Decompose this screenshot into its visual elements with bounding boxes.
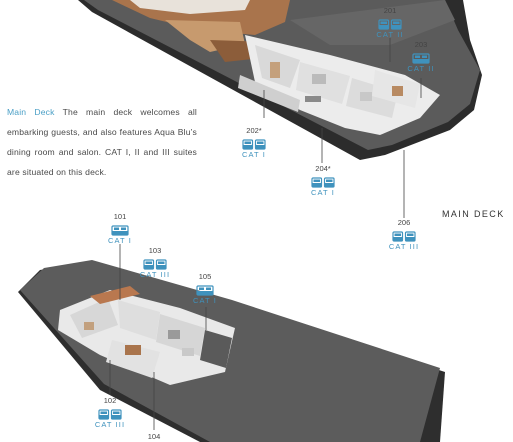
cabin-category: CAT II — [407, 64, 435, 73]
cabin-category: CAT I — [311, 188, 335, 197]
cabin-category: CAT III — [388, 242, 420, 251]
twin-bed-icon — [232, 137, 276, 150]
cabin-number: 201 — [383, 6, 397, 15]
double-bed-icon — [399, 51, 443, 64]
lower-deck-ship — [18, 260, 445, 442]
main-deck-description-text: The main deck welcomes all embarking gue… — [7, 107, 197, 177]
cabin-category: CAT II — [376, 30, 404, 39]
main-deck-heading: Main Deck — [7, 107, 55, 117]
cabin-number: 103 — [148, 246, 162, 255]
cabin-category: CAT I — [242, 150, 266, 159]
cabin-category: CAT I — [108, 236, 132, 245]
cabin-number: 102 — [103, 396, 117, 405]
cabin-number: 204* — [315, 164, 331, 173]
cabin-category: CAT I — [193, 296, 217, 305]
main-deck-description: Main Deck The main deck welcomes all emb… — [7, 102, 197, 182]
twin-bed-icon — [368, 17, 412, 30]
cabin-callout: 104 — [132, 432, 176, 442]
cabin-category: CAT III — [139, 270, 171, 279]
double-bed-icon — [98, 223, 142, 236]
twin-bed-icon — [88, 407, 132, 420]
cabin-number: 206 — [397, 218, 411, 227]
cabin-number: 101 — [113, 212, 127, 221]
cabin-number: 104 — [147, 432, 161, 441]
cabin-category: CAT III — [94, 420, 126, 429]
twin-bed-icon — [301, 175, 345, 188]
double-bed-icon — [183, 283, 227, 296]
cabin-number: 105 — [198, 272, 212, 281]
twin-bed-icon — [382, 229, 426, 242]
cabin-callout: 202* CAT I — [232, 126, 276, 160]
cabin-number: 202* — [246, 126, 262, 135]
twin-bed-icon — [133, 257, 177, 270]
leader-lines — [109, 38, 422, 430]
main-deck-title: MAIN DECK — [442, 209, 505, 219]
cabin-number: 203 — [414, 40, 428, 49]
cabin-callout: 204* CAT I — [301, 164, 345, 198]
main-deck-ship — [78, 0, 482, 160]
